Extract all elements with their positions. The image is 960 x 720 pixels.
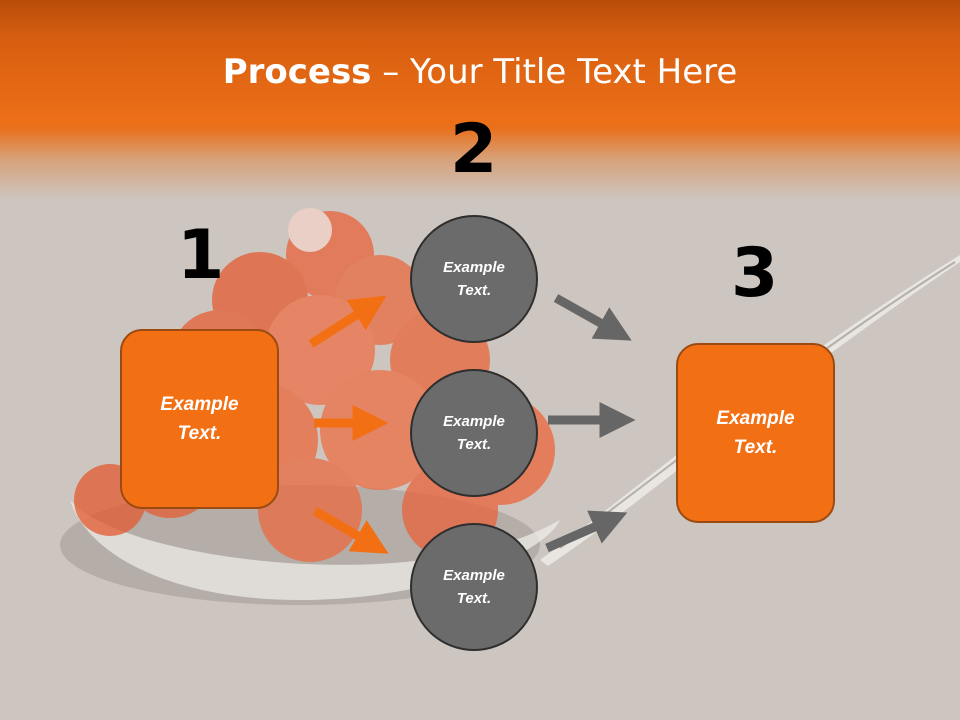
title-rest: – Your Title Text Here [371, 52, 738, 92]
arrow-from-circle-3 [545, 510, 628, 553]
right-example-box: Example Text. [676, 343, 835, 523]
circle-top-label: Example Text. [443, 259, 505, 299]
step-number-3: 3 [731, 234, 779, 313]
step-number-1: 1 [177, 216, 225, 295]
circle-top: Example Text. [410, 215, 538, 343]
header-banner [0, 0, 960, 200]
arrow-from-circle-1 [553, 294, 632, 341]
left-example-box: Example Text. [120, 329, 279, 509]
circle-middle: Example Text. [410, 369, 538, 497]
arrow-to-circle-1 [308, 295, 387, 348]
left-box-label: Example Text. [160, 394, 239, 444]
circle-middle-label: Example Text. [443, 413, 505, 453]
arrow-to-circle-3 [312, 507, 389, 554]
circle-bottom-label: Example Text. [443, 567, 505, 607]
page-title: Process – Your Title Text Here [0, 52, 960, 92]
title-bold: Process [222, 52, 372, 92]
right-box-label: Example Text. [716, 408, 795, 458]
step-number-2: 2 [450, 110, 498, 189]
circle-bottom: Example Text. [410, 523, 538, 651]
